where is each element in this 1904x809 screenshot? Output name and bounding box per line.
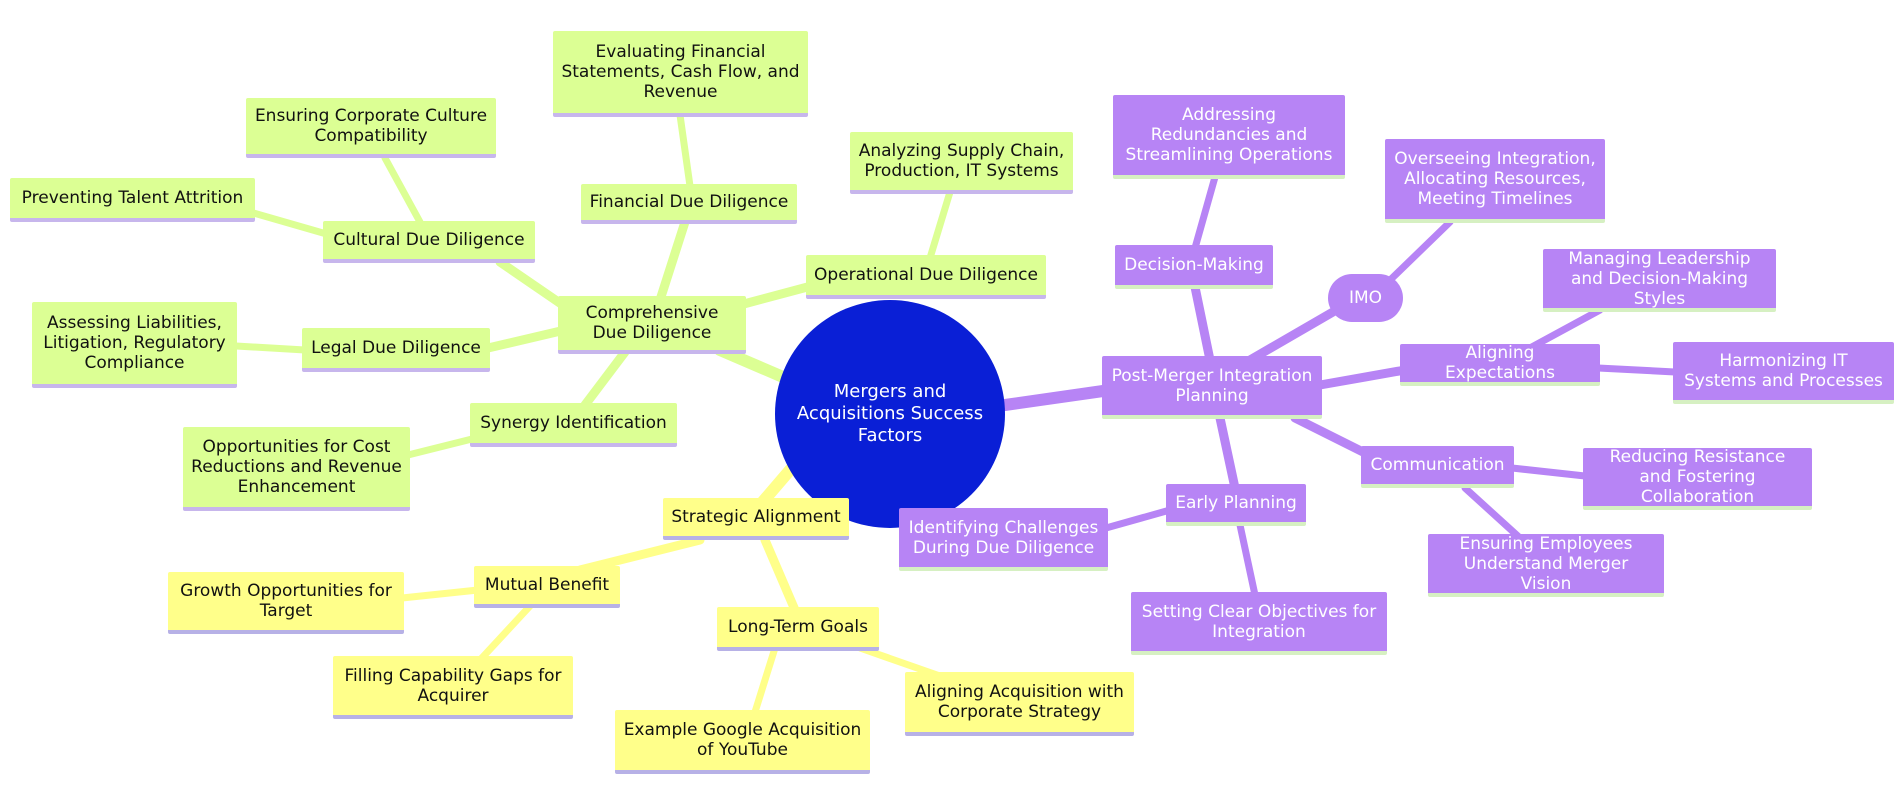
mutual-benefit-detail-gaps: Filling Capability Gaps for Acquirer: [333, 656, 573, 719]
synergy-label: Synergy Identification: [480, 413, 667, 433]
edge-early-detail-objectives: [1236, 521, 1259, 599]
cultural-dd-detail-talent-text: Preventing Talent Attrition: [21, 188, 244, 208]
decision-making-label: Decision-Making: [1124, 255, 1264, 275]
synergy-detail: Opportunities for Cost Reductions and Re…: [183, 427, 410, 511]
strategic-alignment-label: Strategic Alignment: [671, 507, 841, 527]
communication-detail-resistance: Reducing Resistance and Fostering Collab…: [1583, 447, 1812, 510]
aligning-expectations-node: Aligning Expectations: [1400, 343, 1600, 386]
root-label: Mergers and Acquisitions Success Factors: [796, 381, 984, 446]
edge-communication-detail-resistance: [1508, 464, 1589, 480]
decision-making-node: Decision-Making: [1115, 245, 1273, 289]
mutual-benefit-detail-gaps-text: Filling Capability Gaps for Acquirer: [344, 665, 562, 706]
early-planning-node: Early Planning: [1166, 484, 1306, 526]
synergy-node: Synergy Identification: [470, 403, 677, 447]
cultural-dd-node: Cultural Due Diligence: [323, 221, 535, 263]
operational-dd-detail-text: Analyzing Supply Chain, Production, IT S…: [858, 141, 1065, 181]
imo-detail-text: Overseeing Integration, Allocating Resou…: [1394, 149, 1596, 209]
edge-cultural-detail-culture: [381, 154, 424, 226]
edge-imo-detail: [1381, 218, 1454, 289]
integration-label: Post-Merger Integration Planning: [1111, 365, 1313, 406]
imo-detail: Overseeing Integration, Allocating Resou…: [1385, 139, 1605, 223]
edge-cultural-detail-talent: [246, 208, 334, 239]
edge-longterm-detail-example: [751, 644, 779, 716]
expectations-detail-it-text: Harmonizing IT Systems and Processes: [1684, 351, 1883, 391]
communication-detail-vision-text: Ensuring Employees Understand Merger Vis…: [1459, 533, 1633, 594]
early-planning-detail-challenges: Identifying Challenges During Due Dilige…: [899, 508, 1108, 571]
edge-financial-detail: [676, 111, 694, 190]
legal-dd-label: Legal Due Diligence: [311, 338, 481, 358]
communication-node: Communication: [1361, 446, 1514, 488]
edge-early-detail-challenges: [1102, 506, 1174, 532]
mutual-benefit-label: Mutual Benefit: [484, 575, 610, 595]
long-term-detail-align-text: Aligning Acquisition with Corporate Stra…: [915, 682, 1124, 722]
edge-dd-operational: [735, 280, 820, 310]
expectations-detail-leadership: Managing Leadership and Decision-Making …: [1543, 249, 1776, 312]
imo-label: IMO: [1348, 288, 1383, 308]
long-term-goals-label: Long-Term Goals: [728, 617, 868, 637]
edge-integration-early: [1215, 413, 1240, 493]
edge-mutual-detail-gaps: [476, 602, 534, 664]
synergy-detail-text: Opportunities for Cost Reductions and Re…: [191, 437, 402, 497]
legal-dd-detail-text: Assessing Liabilities, Litigation, Regul…: [43, 313, 226, 373]
operational-dd-label: Operational Due Diligence: [814, 265, 1038, 285]
early-planning-detail-challenges-text: Identifying Challenges During Due Dilige…: [908, 517, 1099, 558]
early-planning-detail-objectives: Setting Clear Objectives for Integration: [1131, 592, 1387, 655]
edge-dd-synergy: [580, 347, 630, 410]
communication-label: Communication: [1370, 455, 1505, 475]
due-diligence-label: Comprehensive Due Diligence: [585, 303, 719, 343]
financial-dd-detail-text: Evaluating Financial Statements, Cash Fl…: [561, 42, 800, 102]
financial-dd-label: Financial Due Diligence: [589, 192, 789, 212]
mutual-benefit-node: Mutual Benefit: [474, 566, 620, 608]
expectations-detail-leadership-text: Managing Leadership and Decision-Making …: [1568, 248, 1751, 309]
edge-root-due-diligence: [714, 344, 796, 386]
long-term-detail-align: Aligning Acquisition with Corporate Stra…: [905, 672, 1134, 736]
edge-decision-detail: [1191, 173, 1219, 252]
expectations-detail-it: Harmonizing IT Systems and Processes: [1673, 342, 1894, 404]
decision-making-detail-text: Addressing Redundancies and Streamlining…: [1125, 105, 1333, 165]
cultural-dd-detail-talent: Preventing Talent Attrition: [10, 178, 255, 222]
integration-node: Post-Merger Integration Planning: [1102, 356, 1322, 419]
edge-legal-detail: [232, 342, 309, 354]
edge-dd-financial: [655, 217, 690, 305]
operational-dd-node: Operational Due Diligence: [806, 255, 1046, 299]
imo-node: IMO: [1328, 274, 1403, 322]
edge-strategic-longterm: [760, 535, 800, 615]
edge-integration-imo: [1245, 300, 1350, 365]
mutual-benefit-detail-growth-text: Growth Opportunities for Target: [180, 581, 392, 621]
edge-operational-detail: [926, 188, 954, 262]
edge-dd-legal: [483, 325, 570, 353]
aligning-expectations-label: Aligning Expectations: [1445, 343, 1555, 383]
financial-dd-detail: Evaluating Financial Statements, Cash Fl…: [553, 31, 808, 117]
communication-detail-resistance-text: Reducing Resistance and Fostering Collab…: [1609, 447, 1786, 507]
edge-communication-detail-vision: [1461, 484, 1524, 542]
decision-making-detail: Addressing Redundancies and Streamlining…: [1113, 95, 1345, 179]
strategic-alignment-node: Strategic Alignment: [663, 498, 849, 540]
early-planning-detail-objectives-text: Setting Clear Objectives for Integration: [1141, 601, 1377, 642]
cultural-dd-label: Cultural Due Diligence: [333, 230, 525, 250]
long-term-goals-node: Long-Term Goals: [717, 607, 879, 651]
edge-mutual-detail-growth: [398, 586, 482, 602]
edge-integration-decision: [1190, 282, 1215, 365]
edge-expectations-detail-it: [1594, 364, 1679, 376]
edge-root-integration: [999, 384, 1116, 411]
root-node: Mergers and Acquisitions Success Factors: [775, 300, 1005, 528]
cultural-dd-detail-culture: Ensuring Corporate Culture Compatibility: [246, 98, 496, 158]
legal-dd-detail: Assessing Liabilities, Litigation, Regul…: [32, 302, 237, 388]
long-term-detail-example: Example Google Acquisition of YouTube: [615, 710, 870, 774]
operational-dd-detail: Analyzing Supply Chain, Production, IT S…: [850, 132, 1073, 194]
edge-integration-expectations: [1315, 365, 1410, 390]
communication-detail-vision: Ensuring Employees Understand Merger Vis…: [1428, 534, 1664, 597]
early-planning-label: Early Planning: [1175, 493, 1297, 513]
long-term-detail-example-text: Example Google Acquisition of YouTube: [623, 720, 862, 760]
due-diligence-node: Comprehensive Due Diligence: [558, 296, 746, 354]
mutual-benefit-detail-growth: Growth Opportunities for Target: [168, 572, 404, 634]
cultural-dd-detail-culture-text: Ensuring Corporate Culture Compatibility: [254, 106, 488, 146]
financial-dd-node: Financial Due Diligence: [581, 184, 797, 224]
legal-dd-node: Legal Due Diligence: [302, 328, 490, 372]
